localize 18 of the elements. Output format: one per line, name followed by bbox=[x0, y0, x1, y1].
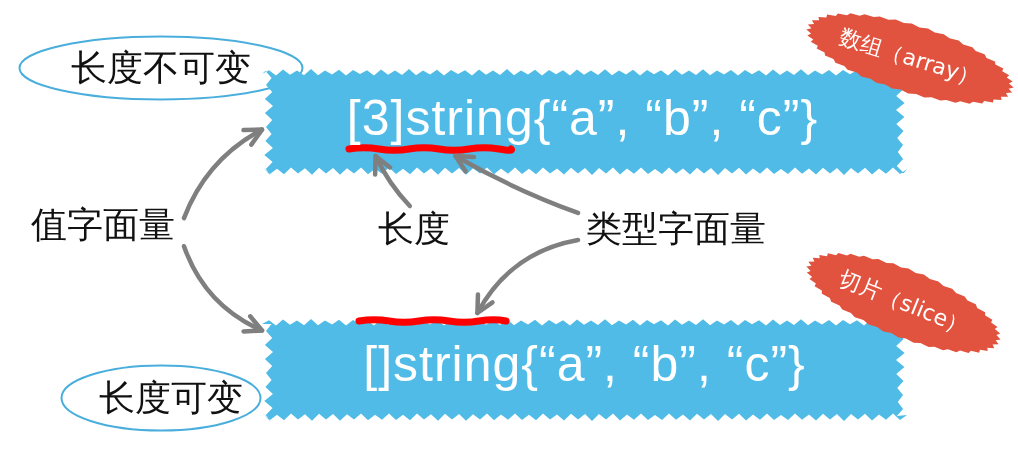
bubble-text: 长度不可变 bbox=[71, 48, 251, 88]
arrow bbox=[181, 127, 265, 221]
term-label: 值字面量 bbox=[22, 202, 184, 248]
tag-text: 数组（array） bbox=[836, 25, 984, 92]
arrow bbox=[475, 237, 581, 316]
tag-blob bbox=[806, 253, 1001, 353]
tag-text: 切片（slice） bbox=[835, 266, 972, 340]
ellipse-bubble bbox=[18, 35, 304, 101]
underline-mark bbox=[355, 313, 510, 329]
ellipse-bubble bbox=[60, 364, 262, 432]
term-label: 类型字面量 bbox=[578, 206, 774, 252]
bubble-text: 长度可变 bbox=[99, 378, 243, 418]
code-text: [3]string{“a”, “b”, “c”} bbox=[346, 90, 819, 146]
term-label: 长度 bbox=[372, 206, 456, 252]
arrow bbox=[181, 243, 265, 334]
arrow bbox=[453, 153, 581, 216]
arrow bbox=[373, 153, 413, 209]
code-text: []string{“a”, “b”, “c”} bbox=[363, 336, 806, 392]
